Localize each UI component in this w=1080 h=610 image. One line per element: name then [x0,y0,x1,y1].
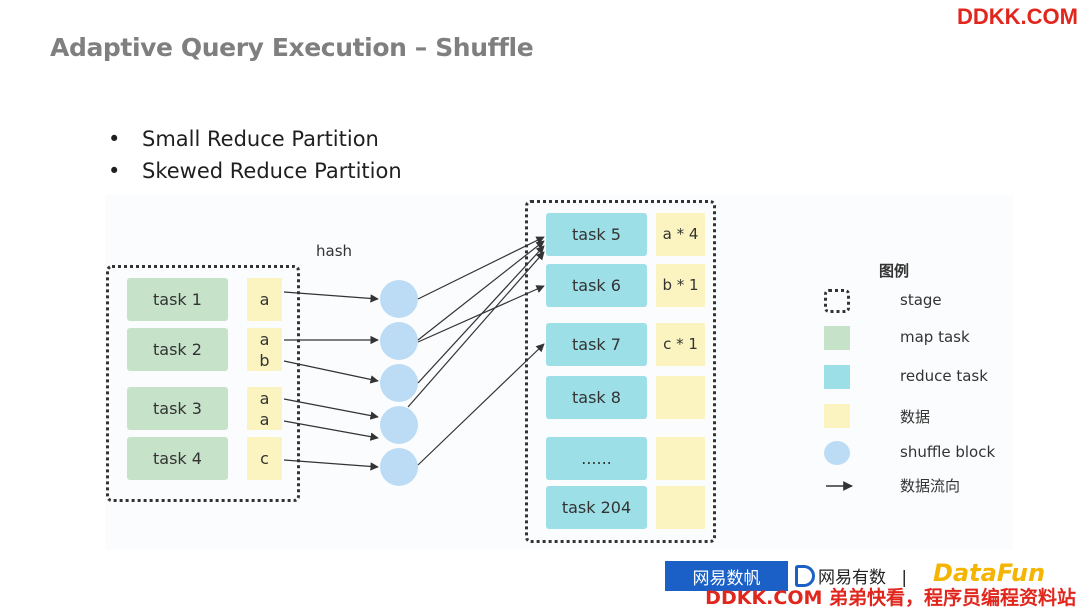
flow-arrow [283,291,379,303]
reduce-task: task 7 [546,323,647,366]
reduce-task: task 6 [546,264,647,307]
reduce-data-block: c * 1 [656,323,705,366]
yellow-square-icon [824,404,850,428]
youshu-d-icon [795,565,815,587]
reduce-task: task 5 [546,213,647,256]
legend-label: 数据流向 [900,477,961,495]
hash-label: hash [316,242,353,260]
legend-item-flow: 数据流向 [822,473,1012,497]
legend-label: reduce task [900,367,988,385]
reduce-data-block: a * 4 [656,213,705,256]
logo2-text: 网易有数 [818,568,886,588]
shuffle-block [380,406,418,444]
cyan-square-icon [824,365,850,389]
dotted-square-icon [824,289,850,313]
logo-separator: | [901,568,908,588]
map-data-block: a [247,278,282,321]
reduce-task: task 8 [546,376,647,419]
flow-arrow [283,420,379,441]
map-task: task 1 [127,278,228,321]
netease-shufan-logo: 网易数帆 [665,561,788,591]
blue-circle-icon [824,441,850,465]
reduce-stage [525,200,716,543]
netease-youshu-logo: 网易有数 | [795,563,907,588]
bullet-item: Small Reduce Partition [108,123,402,155]
shuffle-block [380,280,418,318]
data-item: c [260,449,269,468]
bullet-list: Small Reduce Partition Skewed Reduce Par… [108,123,402,187]
flow-arrow [417,343,545,466]
flow-arrow [407,251,545,408]
data-item: a [259,290,270,309]
data-item: a [259,388,270,408]
legend-item-reduce-task: reduce task [822,365,1012,389]
map-data-block: a a [247,387,282,430]
shuffle-block [380,448,418,486]
legend-label: map task [900,328,970,346]
legend-item-shuffle-block: shuffle block [822,441,1012,465]
legend-item-stage: stage [822,289,1012,313]
map-task: task 2 [127,328,228,371]
datafun-logo: DataFun [933,559,1046,587]
data-item: a [259,409,270,429]
green-square-icon [824,326,850,350]
data-item: a [259,329,270,349]
map-data-block: a b [247,328,282,371]
legend-item-map-task: map task [822,326,1012,350]
bullet-item: Skewed Reduce Partition [108,155,402,187]
flow-arrow [283,398,379,420]
flow-arrow [283,459,379,471]
map-stage [106,265,300,502]
shuffle-block [380,364,418,402]
flow-arrow [283,360,379,384]
reduce-data-block [656,486,705,529]
flow-arrow [417,285,545,343]
watermark-top: DDKK.COM [957,4,1078,29]
reduce-data-block: b * 1 [656,264,705,307]
legend-title: 图例 [879,262,910,280]
legend-label: stage [900,291,942,309]
watermark-bottom: DDKK.COM 弟弟快看，程序员编程资料站 [705,587,1076,609]
reduce-data-block [656,437,705,480]
slide-title: Adaptive Query Execution – Shuffle [50,33,534,62]
map-data-block: c [247,437,282,480]
flow-arrow [417,236,545,300]
legend-label: 数据 [900,408,931,426]
data-item: b [259,350,270,370]
reduce-task: task 204 [546,486,647,529]
map-task: task 3 [127,387,228,430]
map-task: task 4 [127,437,228,480]
legend-label: shuffle block [900,443,996,461]
reduce-data-block [656,376,705,419]
reduce-task: ...... [546,437,647,480]
shuffle-block [380,322,418,360]
legend-item-data: 数据 [822,404,1012,428]
flow-arrow [417,240,545,341]
